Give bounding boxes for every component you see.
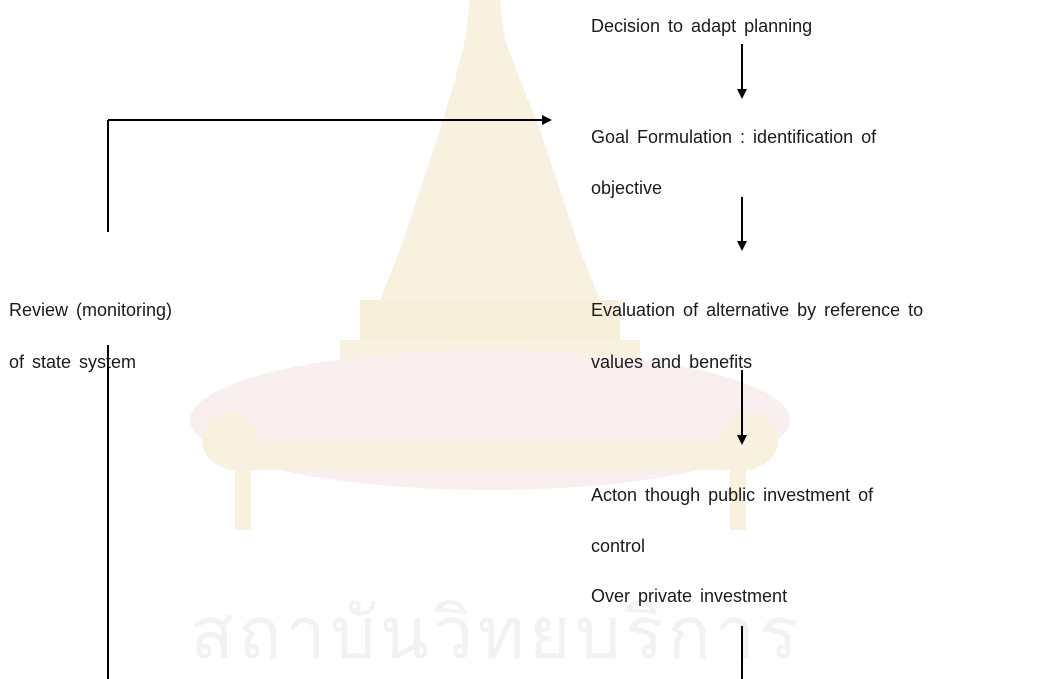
step-goal-line1: Goal Formulation : identification of bbox=[591, 127, 877, 147]
step-action-line2: control bbox=[591, 536, 646, 556]
step-action-line3: Over private investment bbox=[591, 586, 788, 606]
review-label-line1: Review (monitoring) bbox=[9, 300, 173, 320]
step-evaluation-line2: values and benefits bbox=[591, 352, 753, 372]
step-action-line1: Acton though public investment of bbox=[591, 485, 874, 505]
step-decision: Decision to adapt planning bbox=[591, 16, 813, 36]
step-evaluation-line1: Evaluation of alternative by reference t… bbox=[591, 300, 924, 320]
step-goal-line2: objective bbox=[591, 178, 663, 198]
review-label-line2: of state system bbox=[9, 352, 137, 372]
